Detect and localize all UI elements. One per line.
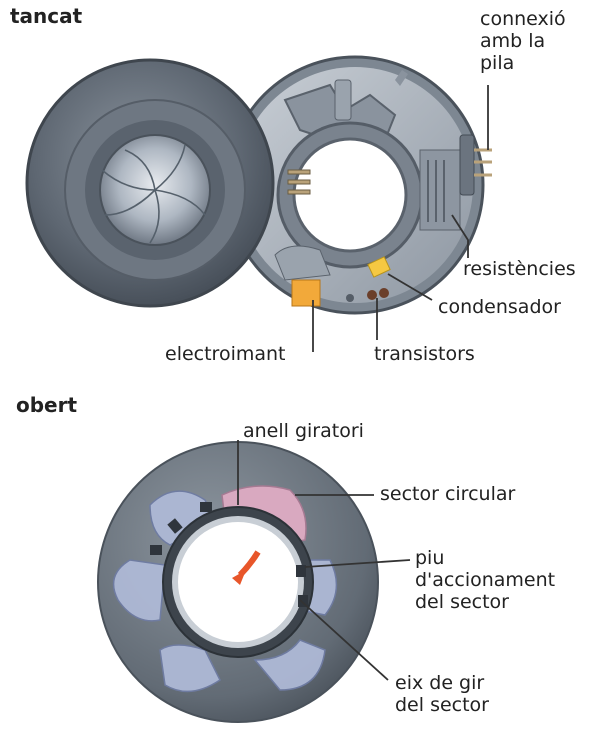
label-capacitor: condensador — [438, 296, 561, 318]
capacitor-part — [367, 256, 391, 278]
label-line: eix de gir — [395, 672, 485, 694]
label-battery-connection: connexió amb la pila — [480, 8, 566, 74]
label-sector-pivot: eix de gir del sector — [395, 672, 489, 716]
label-line: del sector — [395, 694, 489, 716]
heading-closed: tancat — [10, 4, 83, 28]
mechanism-housing — [225, 55, 492, 315]
label-transistors: transistors — [374, 343, 475, 365]
label-rotating-ring: anell giratori — [243, 420, 364, 442]
closed-shutter-front — [25, 58, 275, 308]
label-line: amb la — [480, 30, 546, 52]
label-actuating-pin: piu d'accionament del sector — [415, 547, 555, 613]
label-electromagnet: electroimant — [165, 343, 286, 365]
label-line: d'accionament — [415, 569, 556, 591]
label-resistors: resistències — [463, 258, 576, 280]
label-line: pila — [480, 52, 515, 74]
label-line: connexió — [480, 8, 566, 30]
label-line: piu — [415, 547, 445, 569]
open-shutter — [97, 441, 379, 723]
label-line: del sector — [415, 591, 509, 613]
heading-open: obert — [16, 393, 78, 417]
electromagnet-part — [291, 279, 321, 307]
label-circular-sector: sector circular — [380, 483, 516, 505]
